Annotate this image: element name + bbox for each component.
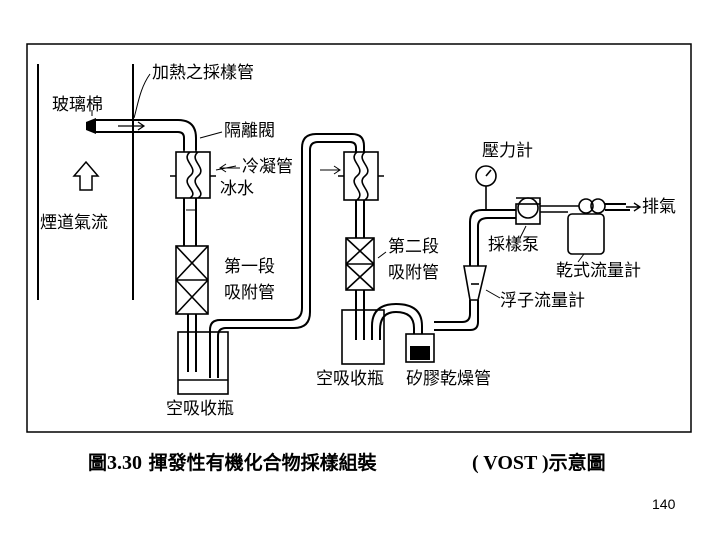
condenser2-water-arrow-icon [320,165,341,175]
label-silica-gel-drying-tube: 矽膠乾燥管 [406,369,491,389]
heated-sampling-tube [96,119,197,150]
exhaust-arrow-icon [626,202,642,212]
caption-number: 3.30 [107,452,143,474]
glass-wool-probe-tip [86,118,96,134]
first-stage-sorbent-tube [175,245,209,315]
dry-gas-meter-leader-line [577,253,585,263]
tube-sorbent2-to-impinger2 [355,290,365,340]
page-number: 140 [652,496,676,512]
tube-condenser2-to-sorbent2 [355,200,365,238]
label-rotameter: 浮子流量計 [500,291,585,311]
label-first-stage-1: 第一段 [224,257,275,277]
pressure-gauge [475,165,497,210]
tube-flow-arrow-icon [118,121,146,131]
ice-water-arrow-icon [219,163,240,173]
tube-silica-to-rotameter [434,300,479,331]
caption-title: 揮發性有機化合物採樣組裝 [148,452,377,474]
label-empty-impinger-left: 空吸收瓶 [166,399,234,419]
exhaust-line [605,203,630,211]
pump-leader-line [519,225,527,239]
rotameter [463,265,488,301]
caption-abbr: ( VOST ) [472,452,549,474]
diagram-frame [26,43,692,433]
label-pressure-gauge: 壓力計 [482,141,533,161]
label-exhaust: 排氣 [642,197,676,217]
label-empty-impinger-right: 空吸收瓶 [316,369,384,389]
condenser-2 [338,151,384,201]
label-ice-water: 冰水 [220,179,254,199]
stack-flow-arrow-icon [72,160,100,191]
caption-prefix: 圖 [88,452,108,474]
label-second-stage-2: 吸附管 [388,263,439,283]
figure-caption-abbr: ( VOST )示意圖 [472,448,606,475]
heated-tube-leader-line [133,73,151,119]
label-dry-gas-meter: 乾式流量計 [556,261,641,281]
label-glass-wool: 玻璃棉 [52,95,103,115]
caption-suffix: 示意圖 [548,452,606,474]
tube-impinger1-to-condenser2 [209,133,365,378]
silica-gel-drying-tube [405,333,435,363]
label-sampling-pump: 採樣泵 [488,235,539,255]
tube-sorbent1-to-impinger1 [187,314,197,372]
tube-condenser1-to-sorbent1 [183,198,197,246]
rotameter-leader-line [485,289,501,299]
second-stage-leader-line [377,251,387,259]
label-second-stage-1: 第二段 [388,237,439,257]
second-stage-sorbent-tube [345,237,375,291]
isolation-valve-leader-line [199,131,223,139]
empty-impinger-2 [341,309,385,365]
label-condenser: 冷凝管 [242,157,293,177]
label-stack-gas-flow: 煙道氣流 [40,213,108,233]
label-isolation-valve: 隔離閥 [224,121,275,141]
label-heated-sampling-tube: 加熱之採樣管 [152,63,254,83]
tube-rotameter-to-pump [469,209,516,266]
sampling-pump [515,197,541,225]
empty-impinger-1 [177,331,229,395]
figure-caption: 圖3.30 揮發性有機化合物採樣組裝 [88,448,377,475]
tube-impinger2-to-silica [371,302,423,340]
label-first-stage-2: 吸附管 [224,283,275,303]
dry-gas-meter [540,198,606,255]
condenser-1 [170,150,216,199]
